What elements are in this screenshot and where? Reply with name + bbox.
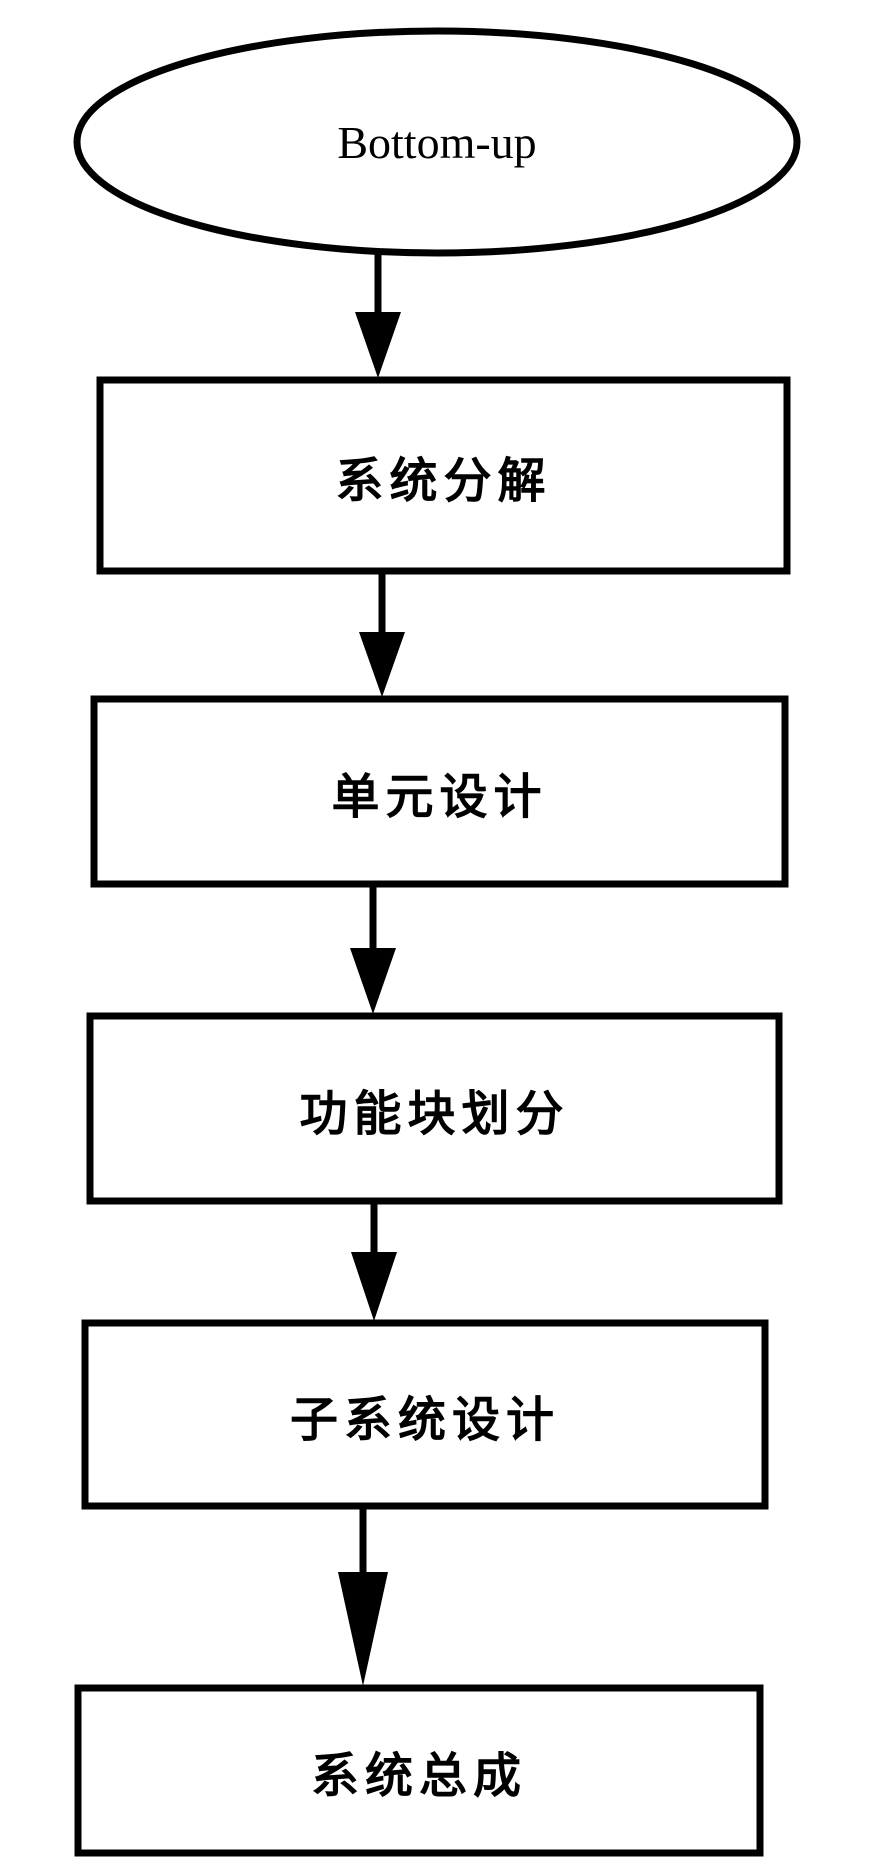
edge-start-step1 bbox=[355, 253, 401, 378]
arrowhead-icon bbox=[351, 1252, 397, 1321]
node-step4-box[interactable] bbox=[81, 1319, 769, 1510]
arrowhead-icon bbox=[359, 632, 405, 697]
edge-step4-step5 bbox=[338, 1506, 388, 1686]
node-step2-box[interactable] bbox=[90, 695, 789, 888]
edge-step1-step2 bbox=[359, 571, 405, 697]
node-step3-box[interactable] bbox=[86, 1012, 783, 1205]
edge-step2-step3 bbox=[350, 884, 396, 1014]
node-step5-box[interactable] bbox=[74, 1684, 764, 1857]
arrowhead-icon bbox=[355, 312, 401, 378]
node-step1-box[interactable] bbox=[96, 376, 791, 575]
arrowhead-icon bbox=[350, 948, 396, 1014]
arrowhead-icon bbox=[338, 1572, 388, 1686]
node-start-ellipse[interactable] bbox=[73, 27, 801, 257]
edge-step3-step4 bbox=[351, 1201, 397, 1321]
